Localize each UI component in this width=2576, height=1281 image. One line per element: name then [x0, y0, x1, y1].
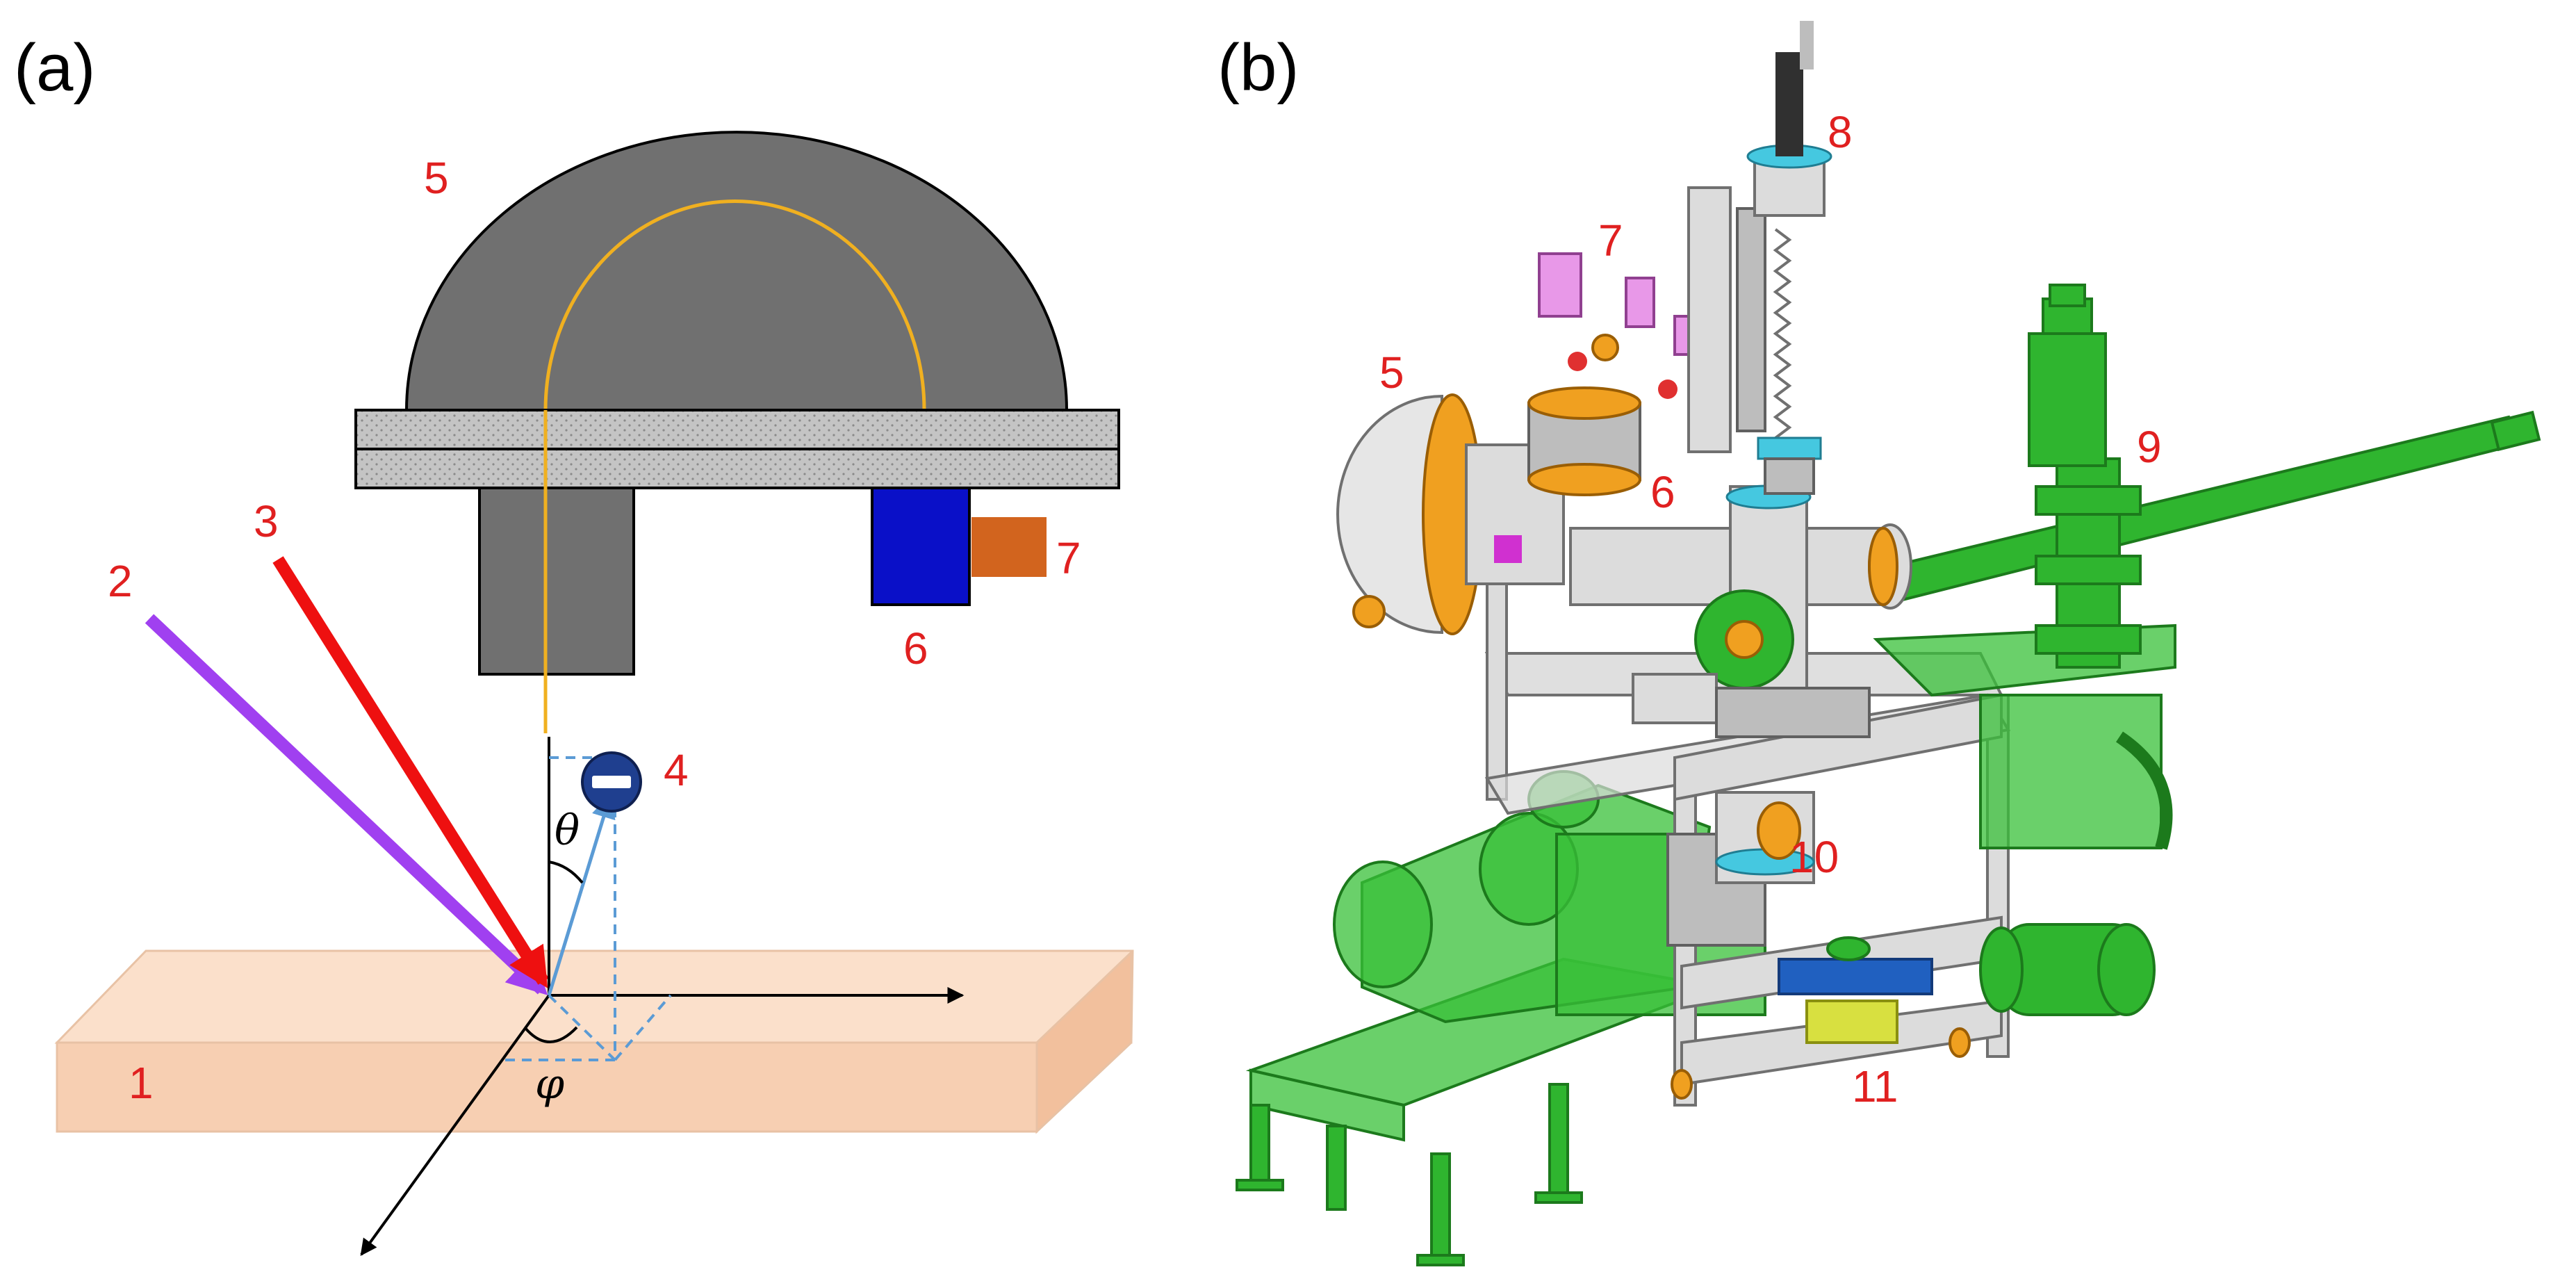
sources-7 [1538, 252, 1700, 399]
panel-a-letter: (a) [14, 31, 95, 105]
label-3: 3 [254, 496, 279, 546]
detector-block [871, 487, 971, 606]
coordinate-axes [360, 737, 965, 1256]
hemispherical-analyzer [354, 131, 1120, 733]
label-2: 2 [108, 556, 133, 606]
sample-side-face [1035, 949, 1133, 1134]
beam-2 [145, 614, 548, 995]
main-chamber [1569, 484, 1971, 1100]
phi-arc [523, 1026, 578, 1043]
panel-a: (a) [14, 31, 1134, 1256]
label-b-6: 6 [1650, 467, 1675, 517]
projection-to-x [614, 994, 672, 1061]
manipulator-8 [1687, 21, 1832, 495]
sample-slab [54, 949, 1134, 1134]
label-6: 6 [903, 623, 928, 674]
label-4: 4 [664, 745, 689, 795]
axis-y [360, 994, 550, 1256]
analyzer-electron-orbit [543, 199, 926, 411]
panel-b-letter: (b) [1217, 31, 1299, 105]
label-b-8: 8 [1828, 107, 1853, 157]
phi-label: φ [535, 1060, 564, 1109]
label-b-11: 11 [1852, 1061, 1898, 1111]
label-b-10: 10 [1789, 832, 1839, 882]
theta-arc [548, 860, 584, 884]
panel-b: (b) [1217, 21, 2541, 1266]
label-7: 7 [1056, 533, 1081, 583]
label-5: 5 [424, 153, 449, 203]
photoelectron-icon [581, 751, 642, 813]
label-b-7: 7 [1598, 215, 1623, 266]
side-block [971, 517, 1047, 577]
emission-geometry: θ φ [504, 756, 672, 1109]
analyzer-lens-column [478, 487, 635, 676]
transfer-arm [1874, 284, 2541, 669]
label-1: 1 [129, 1058, 154, 1108]
beam-3 [272, 556, 549, 988]
loadlock-cart [1236, 770, 1766, 1266]
emission-vector [547, 793, 616, 996]
label-b-9: 9 [2137, 422, 2162, 472]
analyzer-sphere [1336, 386, 1641, 635]
theta-label: θ [555, 806, 580, 855]
label-b-5: 5 [1379, 348, 1404, 398]
analyzer-dome [404, 131, 1069, 411]
